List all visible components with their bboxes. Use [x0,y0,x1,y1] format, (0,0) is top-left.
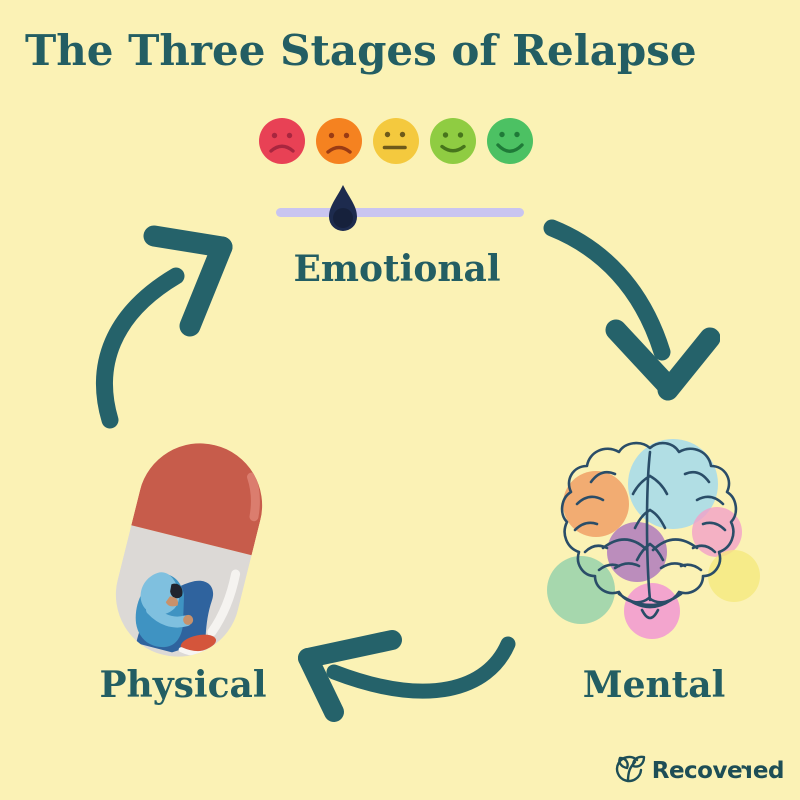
logo-flipped-r: r [742,758,753,784]
page-title: The Three Stages of Relapse [25,26,697,75]
unhappy-face-icon [316,118,362,164]
mood-emoji-scale [258,117,534,165]
person-hand [183,614,194,625]
recovered-logo: Recovered [612,754,785,788]
stage-label-mental: Mental [582,664,726,706]
cycle-arrow-emotional-to-mental-icon [543,219,720,401]
mood-slider-track [276,208,524,217]
person-in-pill [135,572,221,657]
mood-slider-handle [329,185,357,231]
very-unhappy-face-icon [259,118,305,164]
neutral-face-icon [373,118,419,164]
pill-cap [131,430,276,556]
brain-line-art [560,441,738,620]
person-face [165,596,179,607]
recovered-leaf-icon [615,755,645,783]
person-arm [146,604,192,628]
brain-illustration [547,439,760,639]
cycle-arrow-physical-to-emotional-icon [96,225,233,429]
logo-text: Recovered [651,758,785,784]
very-happy-face-icon [487,118,533,164]
brain-color-blobs [547,439,760,639]
stage-label-emotional: Emotional [293,248,501,290]
person-shoe [180,634,217,652]
person-hair [170,583,183,599]
pill-cap-highlight [247,472,260,522]
cycle-arrow-mental-to-physical-icon [298,630,516,722]
pill-with-person-illustration [102,430,276,670]
stage-label-physical: Physical [99,664,267,706]
pill-body-highlight [207,569,241,637]
happy-face-icon [430,118,476,164]
